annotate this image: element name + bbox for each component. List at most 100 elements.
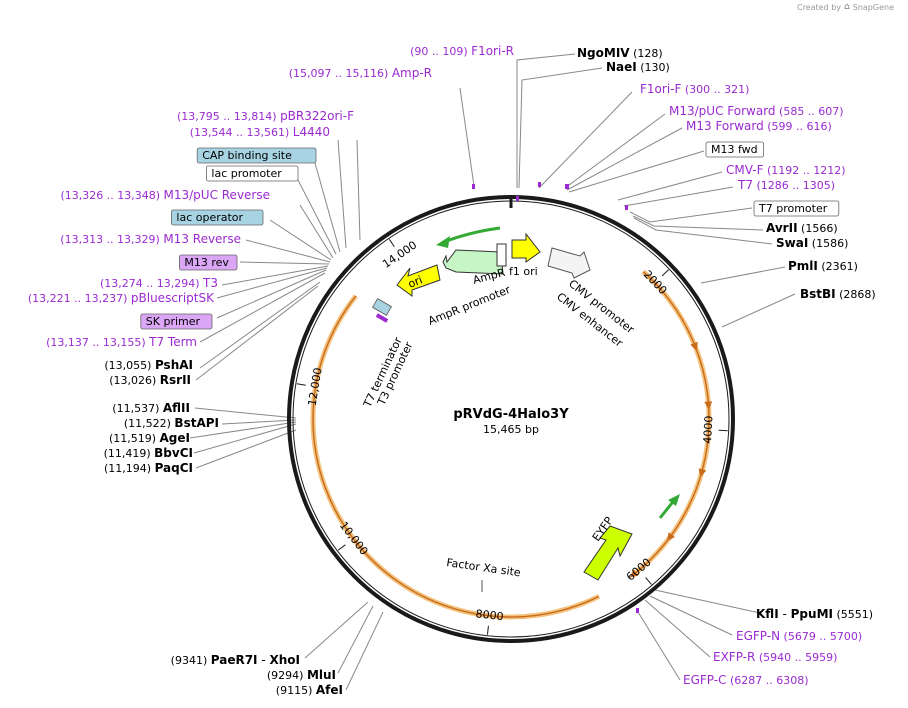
label-pos: (11,537) <box>112 402 163 415</box>
enzyme-label: (11,537) AflII <box>112 401 190 415</box>
tick-label: 4000 <box>701 415 716 444</box>
map-label: (9341) PaeR7I - XhoI <box>171 653 300 667</box>
map-label: (13,274 .. 13,294) T3 <box>100 276 218 290</box>
primer-label: (15,097 .. 15,116) Amp-R <box>289 66 432 80</box>
label-name: EXFP-R <box>713 650 755 664</box>
label-pos: (585 .. 607) <box>776 105 844 118</box>
label-pos: (6287 .. 6308) <box>726 674 808 687</box>
label-name: PaeR7I <box>211 653 258 667</box>
label-name: KflI <box>756 607 779 621</box>
label-pos: (13,137 .. 13,155) <box>46 336 149 349</box>
map-label: AvrII (1566) <box>766 221 838 235</box>
enzyme-label: KflI - PpuMI (5551) <box>756 607 873 621</box>
label-pos: (9341) <box>171 654 211 667</box>
ampR-arrow <box>442 249 504 275</box>
label-name: PmlI <box>788 259 818 273</box>
map-label: M13 rev <box>178 254 238 271</box>
map-label: (90 .. 109) F1ori-R <box>410 44 514 58</box>
factor-xa-label: Factor Xa site <box>446 556 522 579</box>
map-label: (9294) MluI <box>267 668 336 682</box>
map-label: M13 Forward (599 .. 616) <box>686 119 832 133</box>
ampR-promoter-label: AmpR promoter <box>426 283 512 328</box>
map-label: (13,544 .. 13,561) L4440 <box>190 125 330 139</box>
label-name: BstBI <box>800 287 836 301</box>
map-label: M13/pUC Forward (585 .. 607) <box>669 104 844 118</box>
map-label: (11,537) AflII <box>112 401 190 415</box>
label-pos: (1566) <box>798 222 838 235</box>
label-name: NaeI <box>606 60 637 74</box>
map-label: (13,055) PshAI <box>104 358 193 372</box>
orf-direction-arrow <box>698 468 707 478</box>
map-label: T7 (1286 .. 1305) <box>737 178 835 192</box>
label-name: T3 <box>202 276 218 290</box>
orf-direction-arrow <box>629 569 639 578</box>
primer-label: (13,274 .. 13,294) T3 <box>100 276 218 290</box>
tick-label: 14,000 <box>380 238 419 270</box>
primer-label: (90 .. 109) F1ori-R <box>410 44 514 58</box>
primer-label: EXFP-R (5940 .. 5959) <box>713 650 837 664</box>
map-label: EGFP-N (5679 .. 5700) <box>736 629 862 643</box>
map-label: BstBI (2868) <box>800 287 876 301</box>
label-box <box>705 141 764 158</box>
label-name: PaqCI <box>155 461 193 475</box>
label-pos: (5940 .. 5959) <box>755 651 837 664</box>
label-name: T7 Term <box>148 335 197 349</box>
ampR-promoter-segment <box>496 243 507 267</box>
label-name: pBluescriptSK <box>131 291 215 305</box>
orf-direction-arrow <box>690 341 698 351</box>
label-name2: PpuMI <box>791 607 833 621</box>
tick-mark <box>388 239 395 248</box>
label-name: F1ori-F <box>640 82 681 96</box>
enzyme-label: AvrII (1566) <box>766 221 838 235</box>
enzyme-label: (11,519) AgeI <box>109 431 190 445</box>
feature-ampR <box>442 243 507 275</box>
label-pos: (1286 .. 1305) <box>753 179 835 192</box>
map-label: (11,519) AgeI <box>109 431 190 445</box>
primer-label: M13 Forward (599 .. 616) <box>686 119 832 133</box>
label-pos: (11,522) <box>124 417 175 430</box>
tick-label: 8000 <box>475 607 504 623</box>
enzyme-label: (11,194) PaqCI <box>104 461 193 475</box>
map-label: CMV-F (1192 .. 1212) <box>726 163 846 177</box>
enzyme-label: (11,419) BbvCI <box>104 446 193 460</box>
snapgene-logo-icon: ⌂ <box>844 2 850 12</box>
primer-label: (13,544 .. 13,561) L4440 <box>190 125 330 139</box>
label-pos: (2868) <box>836 288 876 301</box>
tick-mark <box>337 544 346 551</box>
label-name: L4440 <box>293 125 330 139</box>
primer-label: EGFP-N (5679 .. 5700) <box>736 629 862 643</box>
label-pos: (90 .. 109) <box>410 45 471 58</box>
label-pos: (2361) <box>818 260 858 273</box>
label-sep: - <box>258 653 270 667</box>
map-label: (11,522) BstAPI <box>124 416 219 430</box>
credit-brand: SnapGene <box>852 2 894 12</box>
map-label: lac promoter <box>205 165 299 182</box>
label-name: EGFP-C <box>683 673 726 687</box>
map-label: SwaI (1586) <box>776 236 848 250</box>
label-pos: (11,419) <box>104 447 155 460</box>
orf-arc-right-core <box>632 271 710 576</box>
tick-mark <box>661 269 669 277</box>
map-label: (13,795 .. 13,814) pBR322ori-F <box>177 109 354 123</box>
label-sep: - <box>779 607 791 621</box>
map-label: (13,026) RsrII <box>109 373 191 387</box>
credit-prefix: Created by <box>797 2 842 12</box>
map-label: NgoMIV (128) <box>577 46 663 60</box>
map-label: T7 promoter <box>753 200 840 217</box>
label-pos: (300 .. 321) <box>681 83 749 96</box>
map-label: (11,419) BbvCI <box>104 446 193 460</box>
enzyme-label: (9115) AfeI <box>276 683 343 697</box>
enzyme-label: PmlI (2361) <box>788 259 858 273</box>
label-name: SwaI <box>776 236 808 250</box>
feature-name: CAP binding site <box>202 149 292 162</box>
label-pos: (9115) <box>276 684 316 697</box>
label-pos: (13,274 .. 13,294) <box>100 277 203 290</box>
label-name: M13 Reverse <box>163 232 241 246</box>
label-box <box>753 200 840 217</box>
map-label: NaeI (130) <box>606 60 670 74</box>
label-pos: (5551) <box>833 608 873 621</box>
tick-label: 12,000 <box>306 367 325 407</box>
feature-cmv <box>547 247 591 279</box>
label-name: BbvCI <box>154 446 193 460</box>
